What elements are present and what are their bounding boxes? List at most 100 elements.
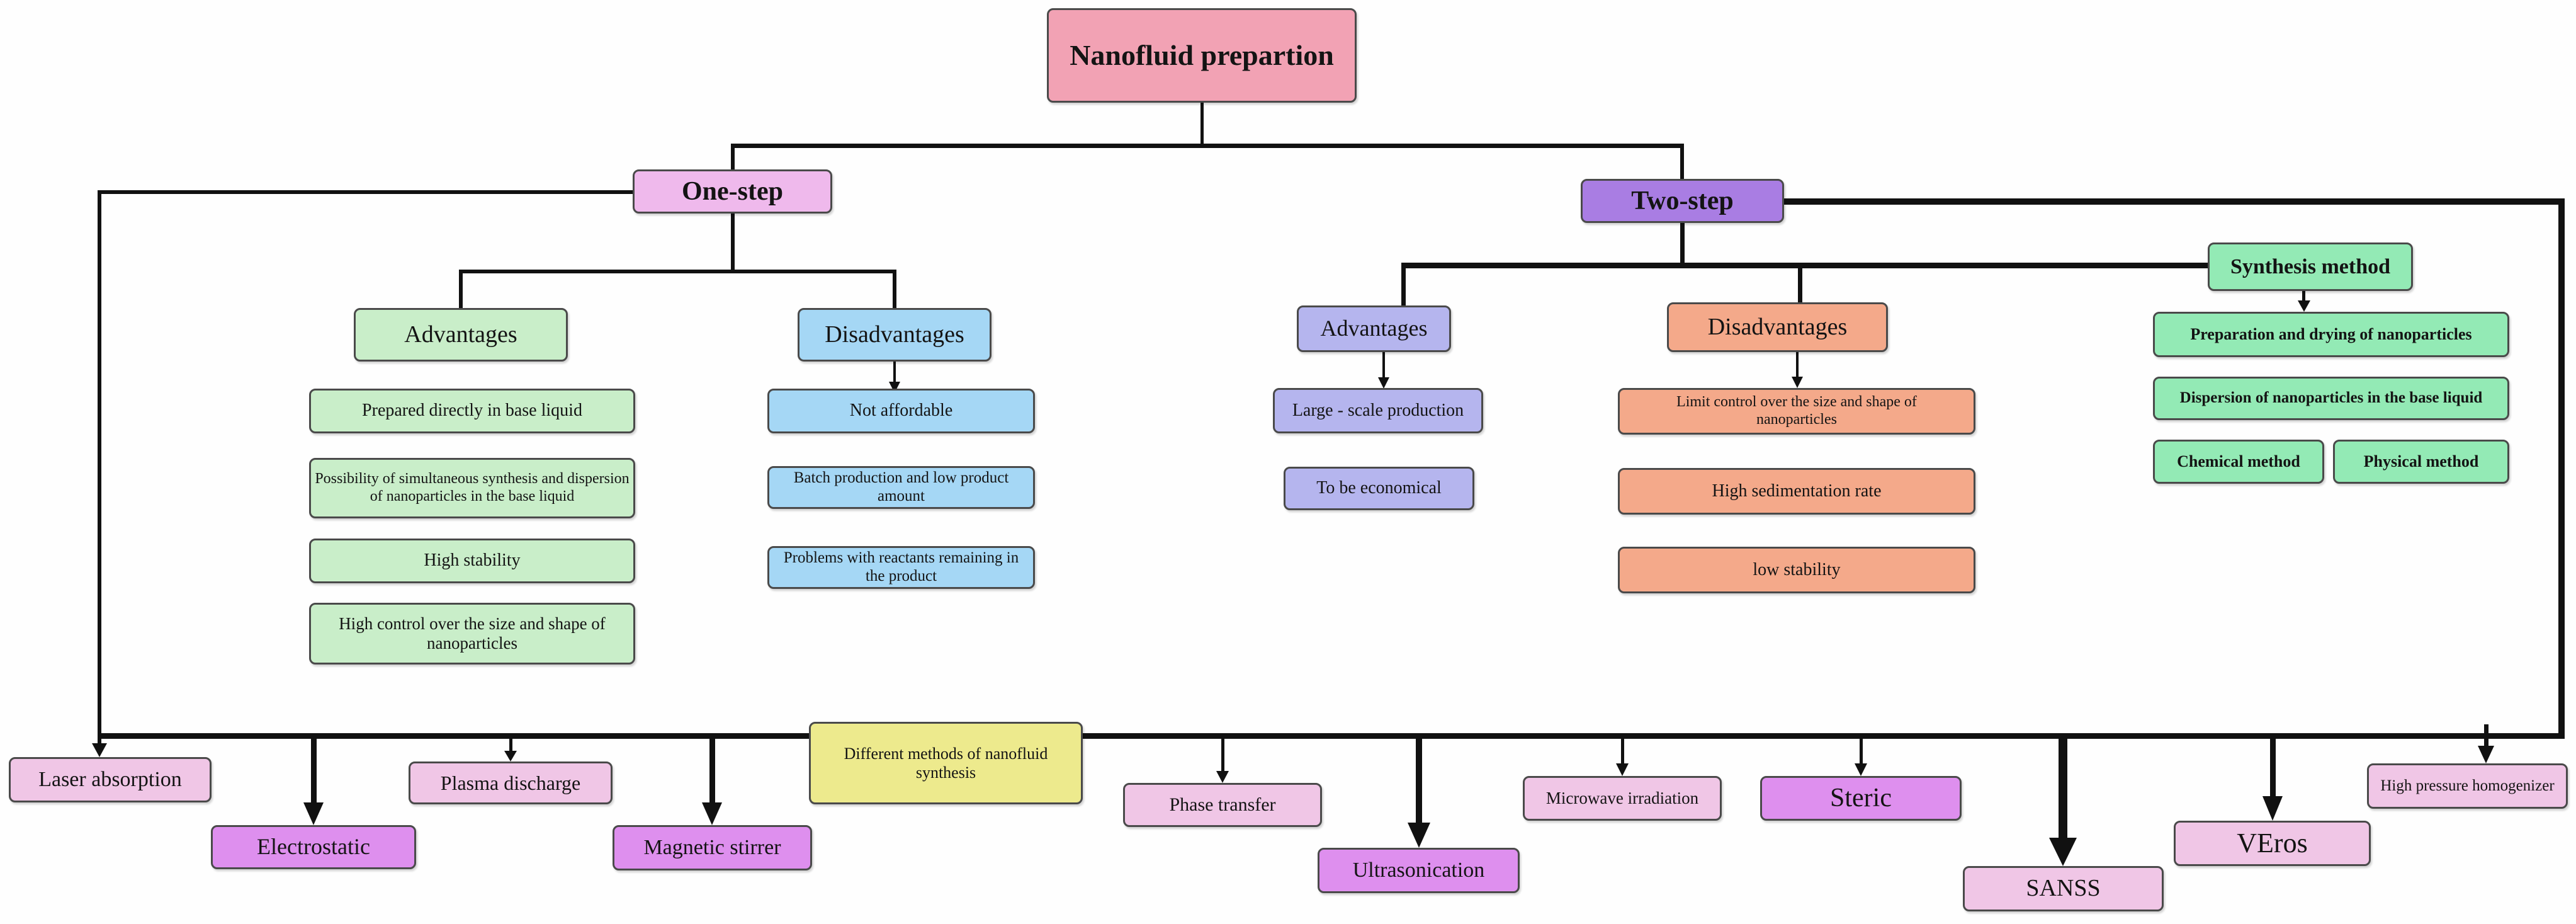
adv2-item-0-label: Large - scale production <box>1292 400 1464 420</box>
node-disadv2-item-0: Limit control over the size and shape of… <box>1618 388 1975 435</box>
node-synthesis-step-0: Preparation and drying of nanoparticles <box>2153 312 2509 357</box>
arrow-phase-head <box>1216 771 1229 783</box>
arrow-plasma-head <box>504 751 517 761</box>
node-bottom-hub: Different methods of nanofluid synthesis <box>809 722 1083 804</box>
node-adv1-item-3: High control over the size and shape of … <box>309 603 635 664</box>
node-high-pressure-homogenizer: High pressure homogenizer <box>2367 763 2568 809</box>
node-title: Nanofluid prepartion <box>1047 8 1357 103</box>
arrow-microwave <box>1621 736 1624 763</box>
disadv2-item-2-label: low stability <box>1753 559 1841 579</box>
arrow-steric-head <box>1855 763 1867 776</box>
adv1-header-label: Advantages <box>404 321 517 348</box>
arrow-disadv2-head <box>1792 377 1803 388</box>
arrow-synthesis-head <box>2298 300 2310 312</box>
arrow-microwave-head <box>1616 763 1629 776</box>
node-adv2-item-1: To be economical <box>1284 467 1474 510</box>
node-disadv2-item-2: low stability <box>1618 547 1975 593</box>
arrow-magnetic <box>709 736 715 802</box>
arrow-disadv2 <box>1796 352 1799 377</box>
connector-bottom-rail <box>99 733 2562 739</box>
node-adv1-item-2: High stability <box>309 539 635 583</box>
connector-drop-disadv2 <box>1798 263 1802 304</box>
connector-one-step-branch <box>461 270 895 273</box>
microwave-irradiation-label: Microwave irradiation <box>1545 788 1699 807</box>
synthesis-step-0-label: Preparation and drying of nanoparticles <box>2190 325 2472 344</box>
disadv1-item-2-label: Problems with reactants remaining in the… <box>783 549 1019 585</box>
arrow-homogenizer <box>2484 724 2488 746</box>
connector-drop-one-step <box>731 144 735 171</box>
node-adv1-item-1: Possibility of simultaneous synthesis an… <box>309 458 635 518</box>
veros-label: VEros <box>2237 827 2308 858</box>
node-two-step-disadvantages-header: Disadvantages <box>1667 302 1888 352</box>
node-one-step: One-step <box>633 169 832 214</box>
connector-two-step-down <box>1680 223 1685 267</box>
arrow-disadv1 <box>893 362 896 382</box>
node-synthesis-step-1: Dispersion of nanoparticles in the base … <box>2153 377 2509 420</box>
arrow-electrostatic-head <box>303 802 324 825</box>
arrow-electrostatic <box>311 736 317 802</box>
chemical-method-label: Chemical method <box>2177 452 2300 471</box>
node-one-step-disadvantages-header: Disadvantages <box>798 308 991 362</box>
plasma-discharge-label: Plasma discharge <box>440 771 581 794</box>
connector-drop-disadv1 <box>893 270 896 310</box>
connector-right-vertical <box>2558 198 2565 739</box>
disadv1-header-label: Disadvantages <box>825 321 964 348</box>
disadv2-item-0-label: Limit control over the size and shape of… <box>1676 394 1917 428</box>
node-one-step-advantages-header: Advantages <box>354 308 568 362</box>
disadv1-item-0-label: Not affordable <box>849 401 953 421</box>
one-step-label: One-step <box>682 176 783 206</box>
connector-one-step-left <box>99 190 633 194</box>
bottom-hub-label: Different methods of nanofluid synthesis <box>844 744 1048 782</box>
arrow-adv2-head <box>1378 377 1389 389</box>
node-microwave-irradiation: Microwave irradiation <box>1523 776 1722 821</box>
node-synthesis-method: Synthesis method <box>2208 242 2413 291</box>
node-disadv1-item-1: Batch production and low product amount <box>767 466 1035 509</box>
node-sanss: SANSS <box>1963 866 2164 911</box>
synthesis-step-1-label: Dispersion of nanoparticles in the base … <box>2179 389 2483 407</box>
connector-drop-adv1 <box>459 270 463 310</box>
node-phase-transfer: Phase transfer <box>1123 783 1322 827</box>
adv1-item-1-label: Possibility of simultaneous synthesis an… <box>315 471 630 505</box>
connector-one-step-down <box>731 214 735 273</box>
node-disadv2-item-1: High sedimentation rate <box>1618 468 1975 515</box>
arrow-ultrasonication-head <box>1408 823 1430 848</box>
node-physical-method: Physical method <box>2333 440 2509 484</box>
magnetic-stirrer-label: Magnetic stirrer <box>643 836 781 860</box>
arrow-magnetic-head <box>702 802 722 825</box>
arrow-veros-head <box>2262 796 2283 821</box>
sanss-label: SANSS <box>2026 875 2101 902</box>
adv2-header-label: Advantages <box>1320 316 1428 341</box>
node-veros: VEros <box>2174 821 2371 866</box>
arrow-laser-head <box>92 743 107 757</box>
connector-two-step-branch <box>1401 263 2208 268</box>
electrostatic-label: Electrostatic <box>257 834 370 860</box>
physical-method-label: Physical method <box>2363 452 2479 471</box>
node-magnetic-stirrer: Magnetic stirrer <box>613 825 812 870</box>
connector-root-down <box>1200 101 1204 145</box>
node-disadv1-item-0: Not affordable <box>767 389 1035 433</box>
connector-drop-adv2 <box>1401 263 1406 307</box>
node-adv1-item-0: Prepared directly in base liquid <box>309 389 635 433</box>
node-laser-absorption: Laser absorption <box>9 757 212 802</box>
arrow-sanss <box>2059 736 2067 838</box>
arrow-sanss-head <box>2049 838 2077 866</box>
laser-absorption-label: Laser absorption <box>38 768 182 792</box>
connector-drop-two-step <box>1680 144 1684 181</box>
arrow-veros <box>2270 736 2276 796</box>
connector-two-step-right <box>1784 198 2565 205</box>
node-adv2-item-0: Large - scale production <box>1273 388 1483 433</box>
node-steric: Steric <box>1760 776 1962 821</box>
arrow-ultrasonication <box>1416 736 1422 823</box>
steric-label: Steric <box>1830 784 1892 813</box>
adv1-item-2-label: High stability <box>424 550 521 571</box>
ultrasonication-label: Ultrasonication <box>1352 858 1485 882</box>
arrow-steric <box>1860 736 1863 763</box>
high-pressure-homogenizer-label: High pressure homogenizer <box>2380 777 2555 794</box>
synthesis-label: Synthesis method <box>2230 254 2391 278</box>
disadv2-item-1-label: High sedimentation rate <box>1712 481 1882 501</box>
node-chemical-method: Chemical method <box>2153 440 2324 484</box>
disadv1-item-1-label: Batch production and low product amount <box>793 469 1009 505</box>
node-two-step: Two-step <box>1581 179 1784 223</box>
node-disadv1-item-2: Problems with reactants remaining in the… <box>767 546 1035 589</box>
